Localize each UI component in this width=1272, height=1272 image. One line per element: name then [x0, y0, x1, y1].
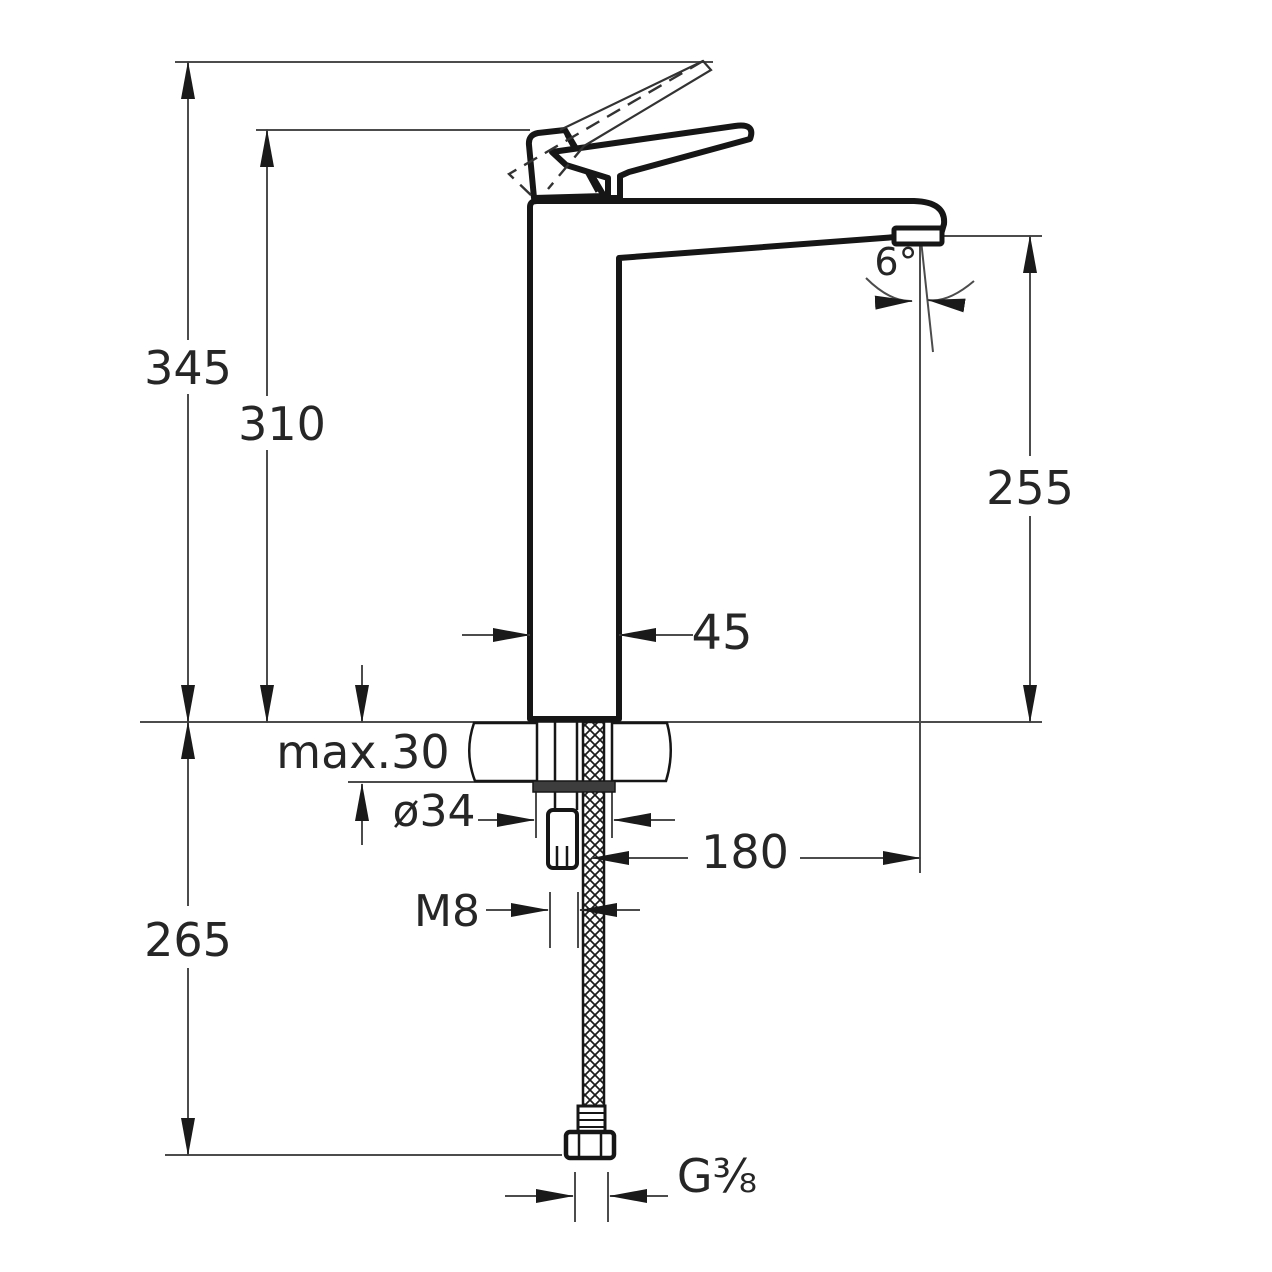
label-hose-thread: G⅜: [677, 1149, 757, 1203]
lever-raised-phantom: [507, 59, 713, 198]
counter-left-slab: [468, 721, 539, 783]
handle-lever: [549, 122, 755, 201]
label-hole-diameter: ø34: [393, 786, 476, 837]
angle-arc-right: [927, 280, 975, 313]
angle-arc-left: [865, 277, 913, 310]
hose-thread-lines: [578, 1112, 605, 1128]
hose-hex-nut: [563, 1129, 617, 1161]
faucet-body: [527, 198, 948, 722]
fixing-nut-notch: [555, 846, 569, 866]
label-bg-265: [148, 906, 228, 968]
lever-handle: [525, 122, 755, 201]
label-bg-255: [984, 456, 1076, 516]
flexible-hose: [581, 720, 606, 1108]
raised-lever-top-edge: [559, 59, 713, 147]
aerator-outlet: [891, 225, 945, 247]
shank-tube: [553, 722, 579, 810]
label-lever-height: 310: [238, 397, 326, 451]
label-spout-outlet-height: 255: [986, 461, 1074, 515]
counter-deck: [468, 721, 672, 783]
label-bg-180: [688, 822, 800, 882]
label-body-width: 45: [691, 605, 752, 661]
counter-right-slab: [610, 721, 672, 783]
raised-lever-dashed-outline: [507, 59, 704, 198]
fixing-nut: [546, 808, 579, 870]
label-bg-310: [234, 396, 330, 450]
hose-hex-nut-facets: [577, 1132, 603, 1158]
mounting-washer: [532, 780, 616, 793]
label-bg-345: [152, 340, 226, 394]
label-total-height: 345: [144, 341, 232, 395]
dimension-labels: 345 310 255 45 max.30 ø34 180 M8 265 6° …: [144, 240, 1076, 1203]
label-spout-angle: 6°: [874, 240, 917, 284]
label-deck-thickness: max.30: [276, 725, 449, 779]
label-fixing-stud-thread: M8: [414, 886, 480, 937]
label-spout-reach: 180: [701, 825, 789, 879]
label-hose-length: 265: [144, 913, 232, 967]
